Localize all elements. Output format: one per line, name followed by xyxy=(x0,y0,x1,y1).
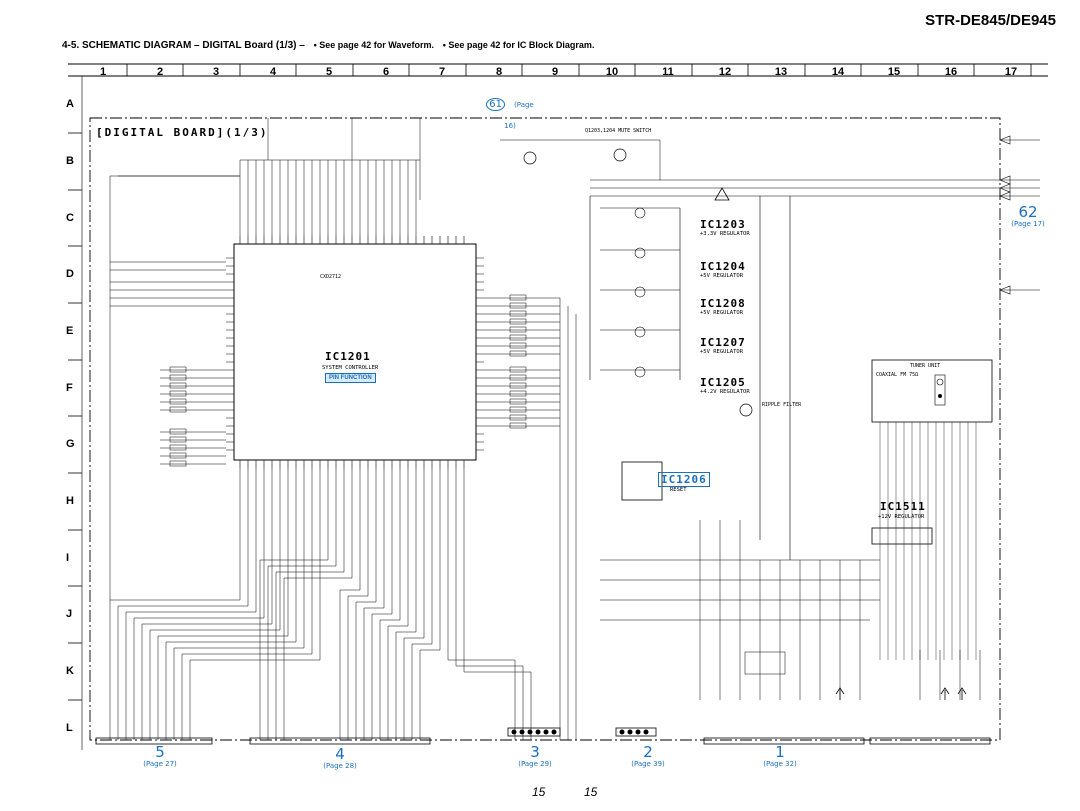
ref-page: (Page 32) xyxy=(763,760,797,768)
column-label: 3 xyxy=(212,66,220,78)
ic1511-label: IC1511 xyxy=(880,500,926,513)
coaxial-label: COAXIAL FM 75Ω xyxy=(876,372,919,378)
ref-number: 2 xyxy=(643,743,653,761)
column-label: 16 xyxy=(944,66,958,78)
row-label: H xyxy=(66,495,74,507)
column-label: 14 xyxy=(831,66,845,78)
ref-page: (Page 27) xyxy=(143,760,177,768)
ic1208-desc: +5V REGULATOR xyxy=(700,310,744,316)
ref-number: 3 xyxy=(530,743,540,761)
column-label: 10 xyxy=(605,66,619,78)
ref-page: (Page 29) xyxy=(518,760,552,768)
pin-function-button[interactable]: PIN FUNCTION xyxy=(325,373,376,383)
column-label: 11 xyxy=(662,66,674,78)
page-ref-1[interactable]: 1 (Page 32) xyxy=(760,744,800,768)
column-label: 12 xyxy=(718,66,732,78)
ref-number: 1 xyxy=(775,743,785,761)
tuner-unit-label: TUNER UNIT xyxy=(910,363,941,369)
row-label: K xyxy=(66,665,74,677)
diagram-heading: 4-5. SCHEMATIC DIAGRAM – DIGITAL Board (… xyxy=(62,40,594,51)
ic1207-desc: +5V REGULATOR xyxy=(700,349,744,355)
ref-page: (Page 17) xyxy=(1011,220,1045,228)
column-label: 5 xyxy=(325,66,333,78)
cx-label: CXD2712 xyxy=(320,274,342,280)
row-label: B xyxy=(66,155,74,167)
waveform-note: • See page 42 for Waveform. xyxy=(313,40,434,50)
ref-page: (Page 28) xyxy=(323,762,357,770)
ic1207-label: IC1207 xyxy=(700,336,746,349)
column-label: 2 xyxy=(156,66,164,78)
model-number: STR-DE845/DE945 xyxy=(925,12,1056,29)
page-ref-5[interactable]: 5 (Page 27) xyxy=(140,744,180,768)
page-ref-3[interactable]: 3 (Page 29) xyxy=(515,744,555,768)
ref-number: 62 xyxy=(1018,203,1038,221)
row-label: F xyxy=(66,382,73,394)
ref-number: 61 xyxy=(486,98,505,111)
ic1204-desc: +5V REGULATOR xyxy=(700,273,744,279)
ic1208-label: IC1208 xyxy=(700,297,746,310)
ref-number: 5 xyxy=(155,743,165,761)
ic1206-desc: RESET xyxy=(670,487,687,493)
mute-switch-label: Q1203,1204 MUTE SWITCH xyxy=(585,128,652,134)
row-label: A xyxy=(66,98,74,110)
row-label: C xyxy=(66,212,74,224)
ic1511-desc: +12V REGULATOR xyxy=(878,514,925,520)
row-label: G xyxy=(66,438,75,450)
row-label: L xyxy=(66,722,73,734)
page-number-left: 15 xyxy=(532,785,546,799)
ic1206-label: IC1206 xyxy=(658,472,710,487)
ic-block-note: • See page 42 for IC Block Diagram. xyxy=(442,40,595,50)
column-label: 8 xyxy=(495,66,503,78)
ic1205-label: IC1205 xyxy=(700,376,746,389)
column-label: 6 xyxy=(382,66,390,78)
section-number: 4-5. xyxy=(62,40,80,51)
column-label: 15 xyxy=(887,66,901,78)
ref-page: (Page 39) xyxy=(631,760,665,768)
ref-number: 4 xyxy=(335,745,345,763)
ic1201-desc: SYSTEM CONTROLLER xyxy=(322,365,379,371)
ic1205-desc: +4.2V REGULATOR xyxy=(700,389,750,395)
ripple-filter-label: RIPPLE FILTER xyxy=(762,402,802,408)
column-label: 9 xyxy=(551,66,559,78)
section-title: SCHEMATIC DIAGRAM – DIGITAL Board (1/3) … xyxy=(82,40,305,51)
row-label: I xyxy=(66,552,70,564)
page-ref-62[interactable]: 62 (Page 17) xyxy=(1010,204,1046,228)
ic1204-label: IC1204 xyxy=(700,260,746,273)
page-number-right: 15 xyxy=(584,785,598,799)
page-ref-4[interactable]: 4 (Page 28) xyxy=(320,746,360,770)
ic1203-desc: +3.3V REGULATOR xyxy=(700,231,750,237)
ref-page: (Page 16) xyxy=(504,101,534,130)
column-label: 17 xyxy=(1004,66,1018,78)
column-label: 1 xyxy=(99,66,107,78)
page-ref-61[interactable]: 61 (Page 16) xyxy=(480,92,540,132)
row-label: J xyxy=(66,608,73,620)
row-label: D xyxy=(66,268,74,280)
column-label: 7 xyxy=(438,66,446,78)
page-ref-2[interactable]: 2 (Page 39) xyxy=(628,744,668,768)
row-label: E xyxy=(66,325,74,337)
board-label: [DIGITAL BOARD](1/3) xyxy=(96,126,269,139)
column-label: 13 xyxy=(774,66,788,78)
ic1203-label: IC1203 xyxy=(700,218,746,231)
ic1201-label: IC1201 xyxy=(325,350,371,363)
column-label: 4 xyxy=(269,66,277,78)
